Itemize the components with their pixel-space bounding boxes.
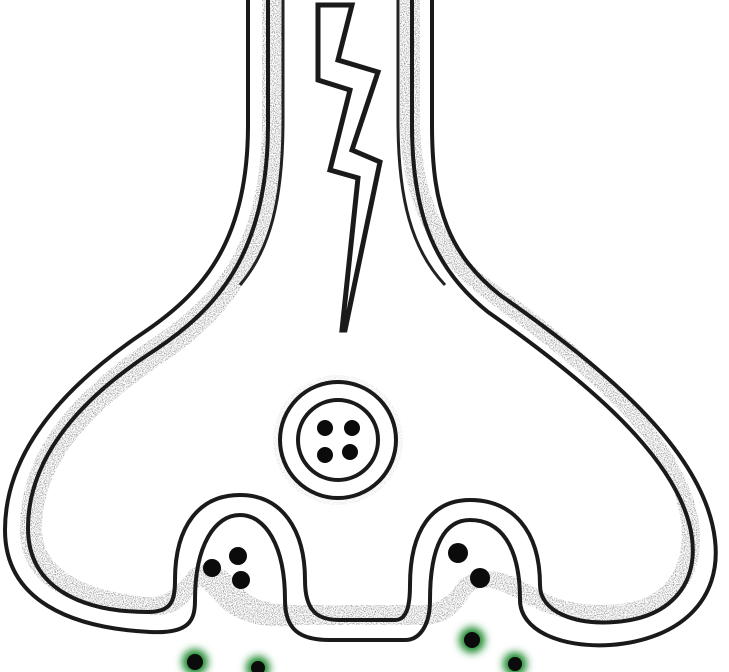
neurotransmitter-molecule (508, 657, 522, 671)
neurotransmitters (182, 627, 527, 672)
synaptic-vesicle (278, 380, 398, 500)
vesicle-molecule (229, 547, 247, 565)
neurotransmitter-molecule (187, 654, 203, 670)
vesicle-molecule (470, 568, 490, 588)
neurotransmitter-molecule (464, 632, 480, 648)
vesicle-molecule (342, 444, 358, 460)
vesicle-molecule (344, 420, 360, 436)
vesicle-molecule (317, 420, 333, 436)
vesicle-molecule (232, 571, 250, 589)
lightning-bolt-icon (318, 5, 380, 330)
vesicle-molecule (448, 543, 468, 563)
vesicle-molecule (317, 447, 333, 463)
vesicle-molecule (203, 559, 221, 577)
